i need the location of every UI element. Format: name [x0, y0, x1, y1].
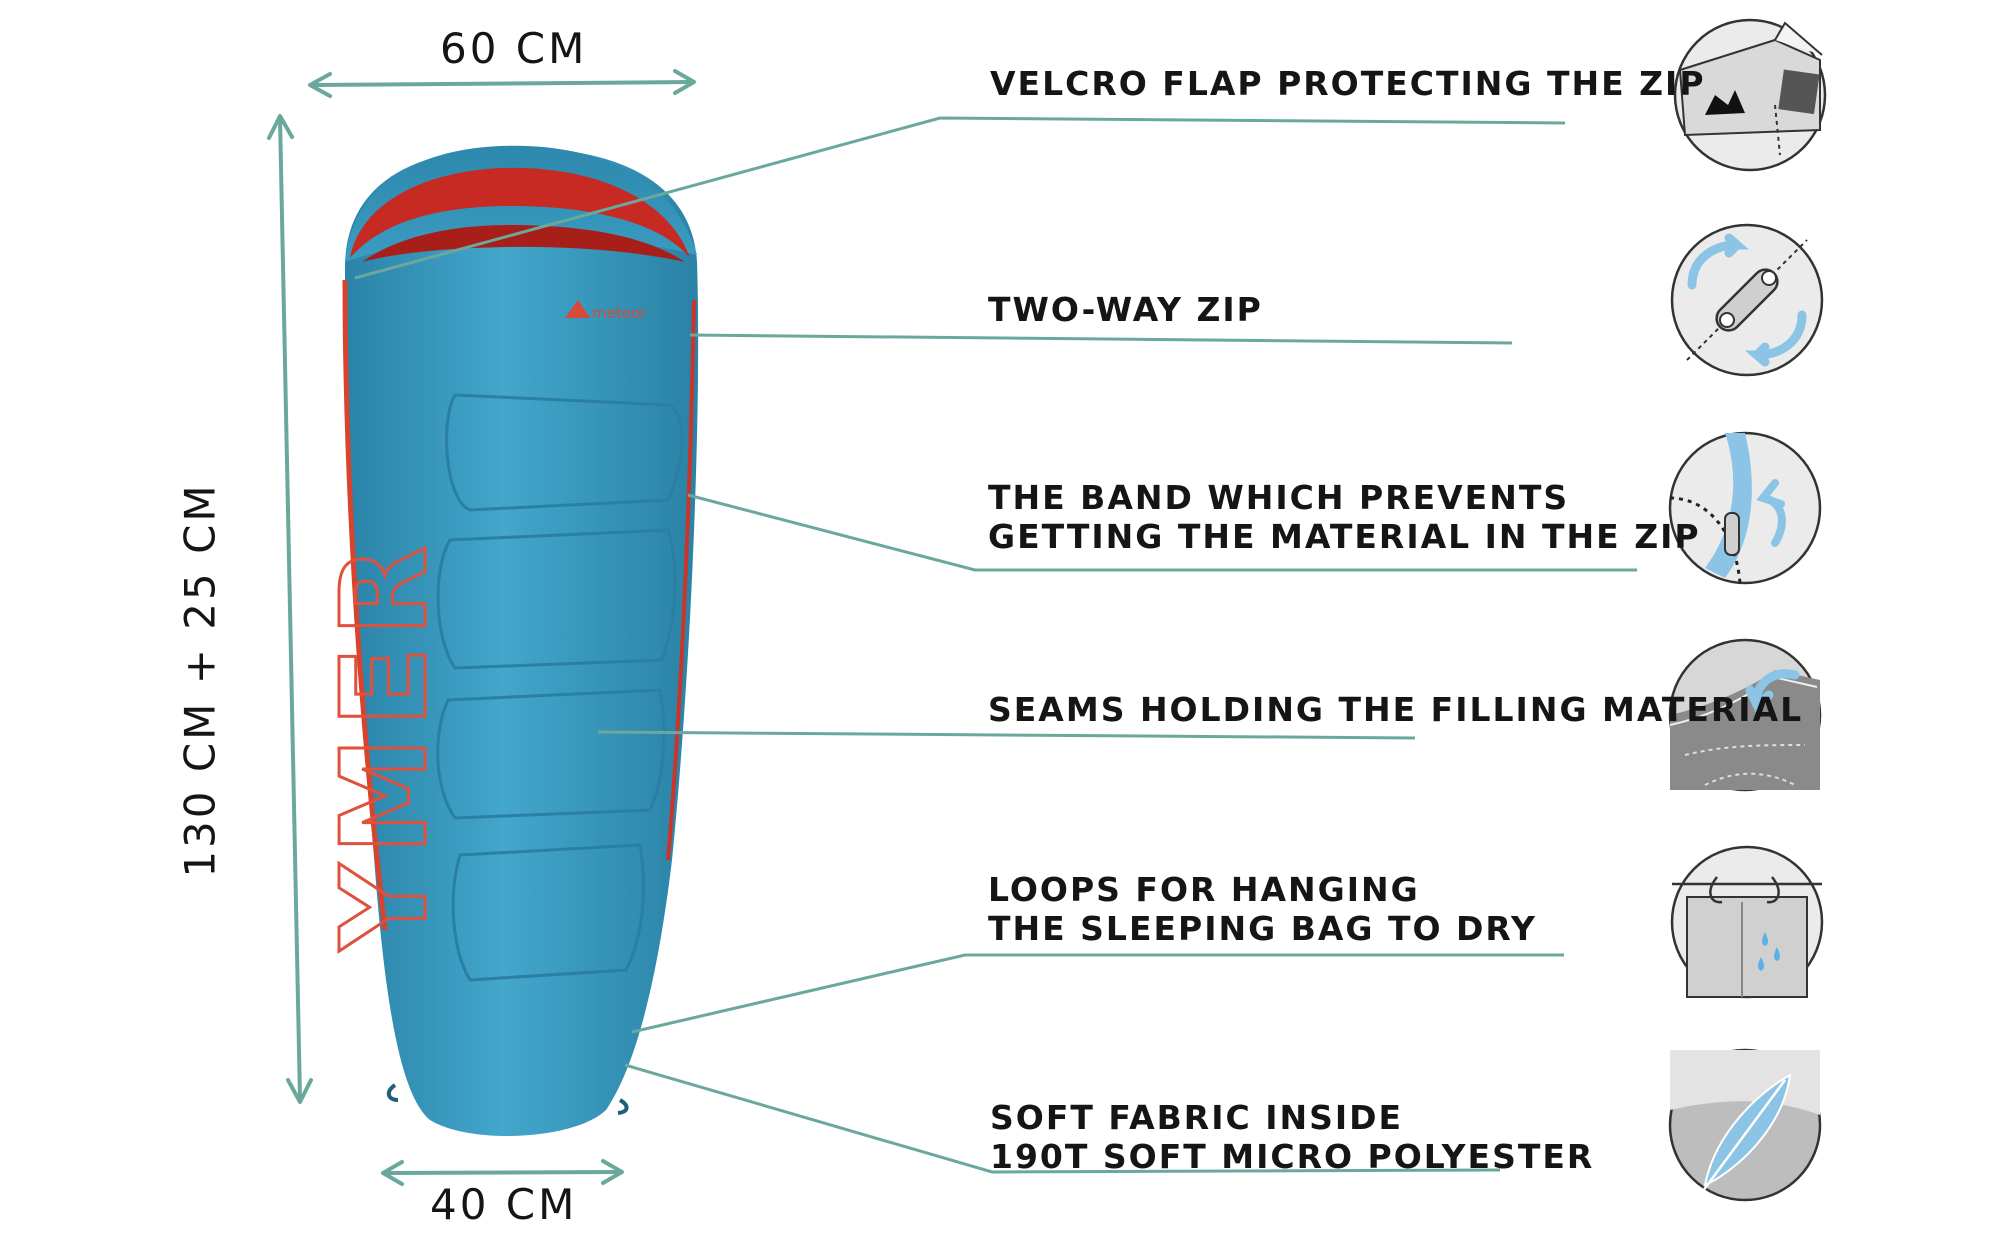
leader-line-velcro [354, 116, 1566, 280]
bag-red-lining [350, 167, 690, 258]
bottom-width-label: 40 CM [430, 1180, 578, 1229]
bag-seam-panel [451, 843, 645, 982]
feature-label-two-way-zip: TWO-WAY ZIP [988, 290, 1263, 329]
sleeping-bag: YMER meteor [314, 145, 699, 1137]
top-width-label: 60 CM [440, 24, 588, 73]
feature-line: SOFT FABRIC INSIDE [990, 1098, 1404, 1137]
bag-zip-piping-right [666, 299, 696, 861]
feature-line: THE BAND WHICH PREVENTS [988, 478, 1570, 517]
bag-body [345, 147, 699, 1137]
feature-label-anti-snag-band: THE BAND WHICH PREVENTS GETTING THE MATE… [988, 478, 1701, 556]
length-arrow [267, 114, 313, 1104]
feature-label-loops: LOOPS FOR HANGING THE SLEEPING BAG TO DR… [988, 870, 1537, 948]
feature-line: LOOPS FOR HANGING [988, 870, 1420, 909]
feature-line: 190T SOFT MICRO POLYESTER [990, 1137, 1595, 1176]
leader-line-seams [597, 730, 1416, 740]
leader-line-loops [631, 953, 1564, 1034]
feature-label-soft-fabric: SOFT FABRIC INSIDE 190T SOFT MICRO POLYE… [990, 1098, 1594, 1176]
leader-lines [354, 116, 1637, 1174]
feature-line: TWO-WAY ZIP [988, 290, 1263, 329]
two-way-zip-icon [1670, 223, 1824, 377]
seams-icon [1668, 638, 1822, 792]
bag-seam-panel [436, 688, 666, 820]
bag-model-text: YMER [315, 536, 453, 952]
velcro-flap-icon [1673, 18, 1827, 172]
leader-line-zip [689, 333, 1513, 345]
bottom-width-arrow [381, 1159, 624, 1186]
feature-line: SEAMS HOLDING THE FILLING MATERIAL [988, 690, 1804, 729]
leader-line-fabric [624, 1063, 1501, 1174]
bag-seam-panel [445, 393, 684, 512]
feature-line: GETTING THE MATERIAL IN THE ZIP [988, 517, 1701, 556]
bag-foot-loop [617, 1098, 629, 1115]
bag-zip-piping [342, 279, 388, 931]
feature-label-seams: SEAMS HOLDING THE FILLING MATERIAL [988, 690, 1803, 729]
dimension-arrows [267, 69, 696, 1186]
length-label: 130 CM + 25 CM [175, 482, 225, 878]
bag-seam-panel [436, 528, 677, 670]
bag-brand-text: meteor [592, 304, 647, 322]
feature-line: VELCRO FLAP PROTECTING THE ZIP [990, 64, 1706, 103]
feather-icon [1668, 1048, 1822, 1202]
hanging-loops-icon [1670, 845, 1824, 999]
leader-line-band [687, 493, 1637, 572]
bag-foot-loop [386, 1083, 399, 1102]
bag-brand-logo: meteor [565, 300, 647, 322]
feature-label-velcro-flap: VELCRO FLAP PROTECTING THE ZIP [990, 64, 1706, 103]
feature-line: THE SLEEPING BAG TO DRY [988, 909, 1537, 948]
bag-model-lettering: YMER [314, 534, 455, 953]
bag-red-lining-fold [362, 225, 685, 262]
anti-snag-band-icon [1668, 431, 1822, 585]
top-width-arrow [308, 69, 696, 98]
